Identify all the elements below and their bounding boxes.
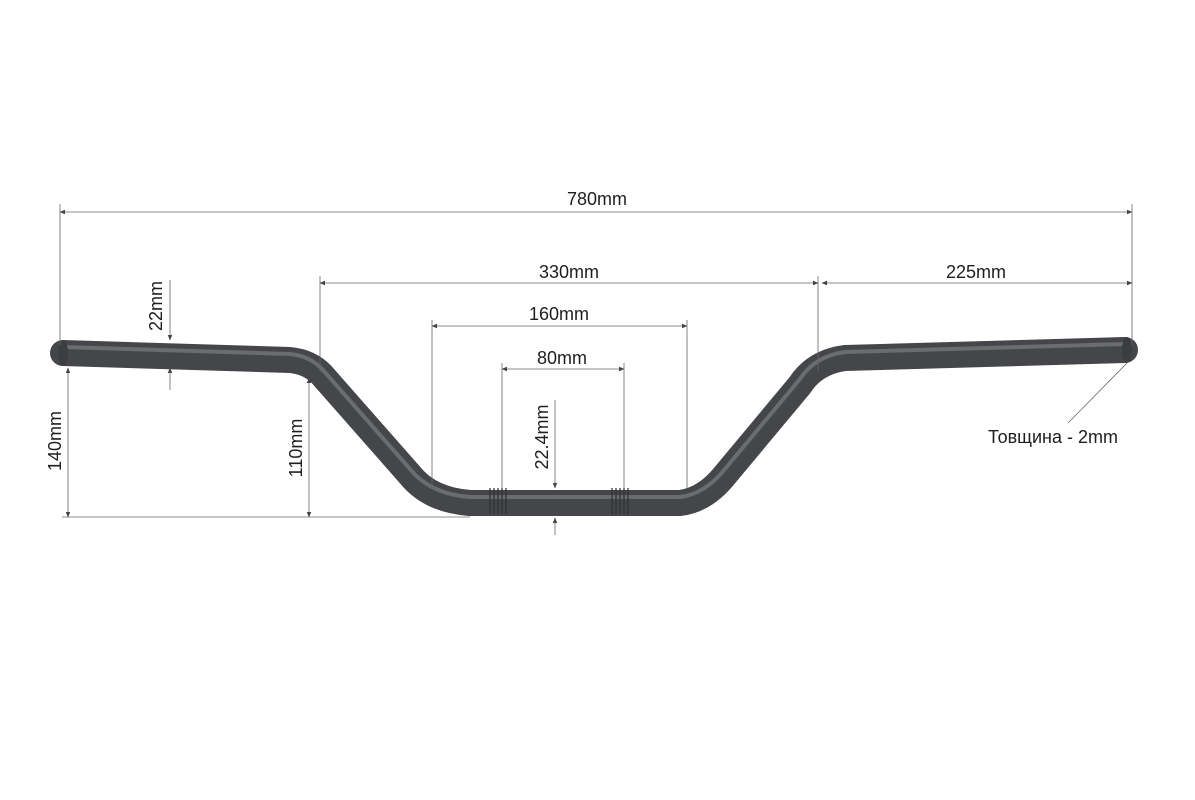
knurl-left bbox=[489, 488, 507, 514]
knurl-right bbox=[611, 488, 629, 514]
handlebar-body bbox=[50, 337, 1138, 516]
handlebar-icon bbox=[50, 337, 1138, 516]
thickness-note: Товщина - 2mm bbox=[988, 427, 1118, 447]
knurl-outer-label: 160mm bbox=[528, 304, 590, 324]
rise-bend-label: 110mm bbox=[286, 418, 306, 478]
grip-diameter-label: 22mm bbox=[146, 280, 166, 332]
end-section-label: 225mm bbox=[945, 262, 1007, 282]
knurl-inner-label: 80mm bbox=[536, 348, 588, 368]
bend-width-label: 330mm bbox=[538, 262, 600, 282]
handlebar-highlight bbox=[61, 342, 1127, 499]
rise-total-label: 140mm bbox=[45, 410, 65, 472]
dimension-lines bbox=[59, 204, 1133, 535]
handlebar-end-right bbox=[1122, 337, 1132, 363]
overall-width-label: 780mm bbox=[566, 189, 628, 209]
center-diameter-label: 22.4mm bbox=[532, 404, 552, 470]
handlebar-end-left bbox=[58, 340, 68, 366]
